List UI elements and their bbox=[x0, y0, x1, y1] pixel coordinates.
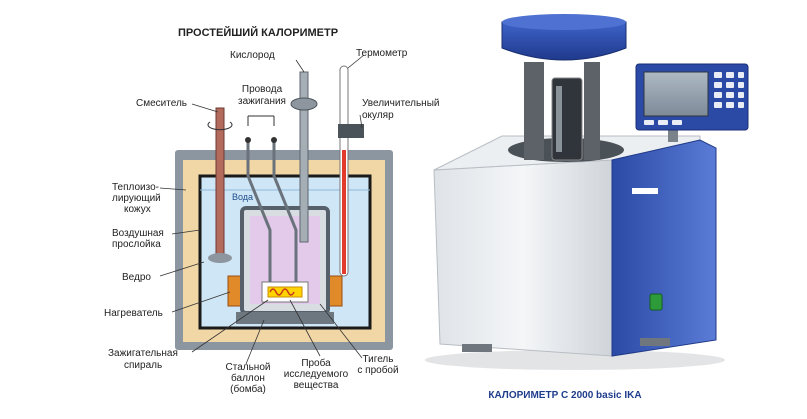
eyepiece bbox=[338, 124, 364, 138]
brand-badge bbox=[632, 188, 658, 194]
ignition-wire-1 bbox=[246, 140, 272, 282]
eyepiece-label-1: Увеличительный bbox=[362, 98, 439, 109]
air-label-1: Воздушная bbox=[112, 228, 164, 239]
eyepiece-label-2: окуляр bbox=[362, 110, 394, 121]
sample-label-3: вещества bbox=[294, 380, 339, 391]
oxygen-valve bbox=[290, 97, 318, 111]
water-label: Вода bbox=[232, 192, 253, 202]
crucible-label-1: Тигель bbox=[363, 354, 394, 365]
thermometer-label: Термометр bbox=[356, 48, 408, 59]
left-title: ПРОСТЕЙШИЙ КАЛОРИМЕТР bbox=[178, 26, 338, 39]
insulation-label-1: Теплоизо- bbox=[112, 182, 159, 193]
heater-left bbox=[227, 275, 243, 307]
control-screen bbox=[643, 71, 709, 117]
spiral-label-2: спираль bbox=[124, 360, 162, 371]
device-body bbox=[433, 159, 613, 357]
stirrer-label: Смеситель bbox=[136, 98, 187, 109]
device-cover bbox=[501, 21, 627, 61]
device-foot-right bbox=[640, 338, 670, 346]
bomb-label-2: баллон bbox=[231, 372, 265, 384]
leader-lines bbox=[159, 54, 365, 365]
device-side-panel bbox=[611, 139, 717, 357]
heater-right bbox=[327, 275, 343, 307]
bucket-label: Ведро bbox=[122, 272, 151, 283]
bomb-label-1: Стальной bbox=[226, 362, 271, 373]
ignition-wire-2 bbox=[272, 140, 298, 282]
right-caption: КАЛОРИМЕТР С 2000 basic IKA bbox=[488, 390, 641, 401]
wires-label-1: Провода bbox=[242, 84, 283, 95]
wires-label-2: зажигания bbox=[238, 96, 286, 107]
insulation-label-2: лирующий bbox=[112, 193, 161, 204]
device-foot-left bbox=[462, 344, 492, 352]
device-shadow bbox=[425, 350, 725, 370]
sample-label-2: исследуемого bbox=[284, 369, 349, 380]
crucible-label-2: с пробой bbox=[357, 364, 398, 376]
power-button-icon[interactable] bbox=[649, 293, 663, 311]
sample bbox=[267, 286, 303, 298]
bomb-label-3: (бомба) bbox=[230, 383, 266, 395]
stirrer-blade bbox=[208, 253, 232, 263]
sample-label-1: Проба bbox=[301, 357, 331, 369]
stirrer-rotation-icon bbox=[207, 121, 233, 131]
spiral-label-1: Зажигательная bbox=[108, 348, 178, 359]
air-label-2: прослойка bbox=[112, 239, 161, 250]
bomb-base bbox=[236, 312, 334, 324]
lift-column-2 bbox=[584, 62, 600, 160]
keypad-icon bbox=[644, 72, 744, 125]
ignition-spiral bbox=[269, 288, 295, 296]
heater-label: Нагреватель bbox=[104, 308, 163, 319]
insulation-label-3: кожух bbox=[124, 204, 151, 215]
oxygen-label: Кислород bbox=[230, 50, 275, 61]
lift-column bbox=[524, 62, 544, 160]
device-cover-top bbox=[502, 14, 626, 30]
control-arm bbox=[668, 128, 678, 142]
vessel-highlight bbox=[556, 86, 562, 152]
thermometer-mercury bbox=[342, 150, 346, 274]
stirrer-rod bbox=[215, 107, 225, 259]
